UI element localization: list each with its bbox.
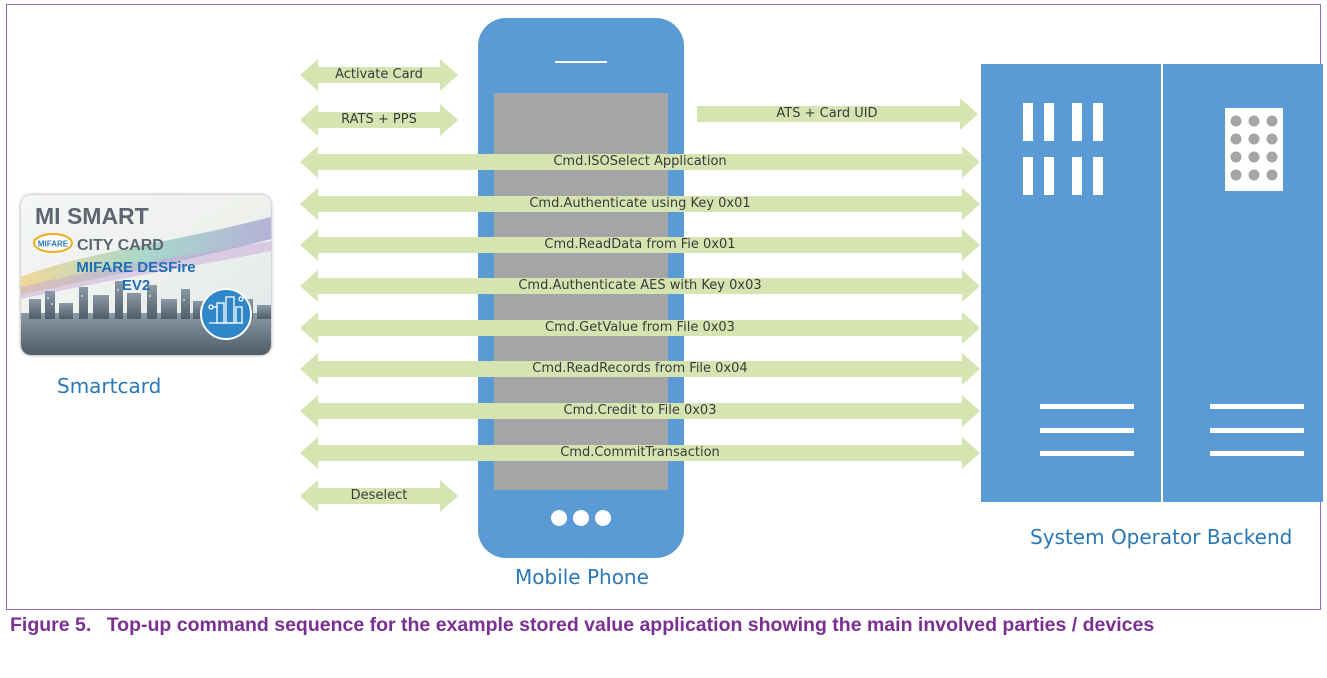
arrow-cmd-2 [300,188,980,220]
arrow-cmd-5 [300,312,980,344]
arrow-rats [300,104,458,136]
mobile-phone-label: Mobile Phone [515,565,649,589]
phone-home-buttons [551,510,611,526]
card-brand-line2: CITY CARD [77,237,164,254]
arrow-cmd-1 [300,146,980,178]
arrow-activate [300,59,458,91]
figure-number: Figure 5. [10,614,92,636]
arrow-cmd-3 [300,229,980,261]
mifare-badge-text: MIFARE [38,240,69,249]
card-product-line1: MIFARE DESFire [76,259,195,276]
card-brand-line1: MI SMART [35,203,149,229]
smartcard-label: Smartcard [57,374,162,398]
arrow-deselect [300,480,458,512]
arrow-cmd-8 [300,437,980,469]
smartcard-image: MI SMART MIFARE CITY CARD MIFARE DESFire… [21,195,271,355]
server-drive-bays [1040,404,1304,456]
arrow-cmd-4 [300,270,980,302]
figure-caption-text: Top-up command sequence for the example … [106,614,1155,636]
backend-label: System Operator Backend [1030,525,1293,549]
phone-speaker [555,61,607,63]
arrow-ats [697,98,978,130]
mifare-logo-icon [33,233,73,253]
server-vent-slots [1023,103,1103,195]
card-artwork: MI SMART MIFARE CITY CARD MIFARE DESFire… [21,195,271,355]
card-product-line2: EV2 [122,277,150,294]
arrow-cmd-6 [300,353,980,385]
server-keypad-buttons [1230,115,1278,181]
figure-caption: Figure 5. Top-up command sequence for th… [10,612,1322,638]
arrow-cmd-7 [300,395,980,427]
